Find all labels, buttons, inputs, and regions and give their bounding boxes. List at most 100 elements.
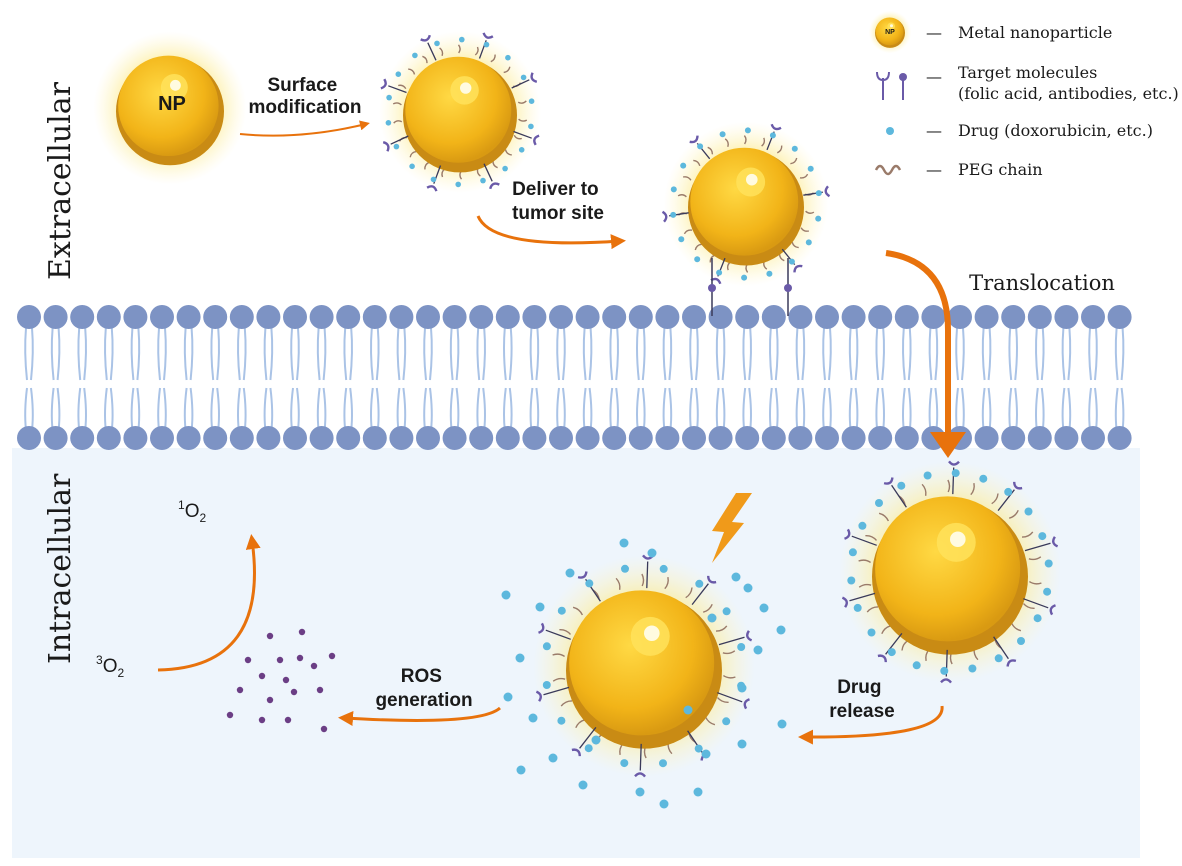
peg-chain <box>552 677 566 682</box>
surface-modified-nanoparticle <box>379 31 541 193</box>
peg-chain <box>743 135 747 145</box>
released-drug-molecule <box>743 583 753 593</box>
ros-particle <box>244 656 252 664</box>
drug-molecule <box>951 469 960 478</box>
lipid-head <box>522 426 547 450</box>
lipid-head <box>17 305 41 329</box>
peg-chain <box>858 583 872 588</box>
drug-molecule <box>455 181 462 188</box>
peg-chain <box>664 576 669 590</box>
target-molecule <box>530 72 538 83</box>
lipid-head <box>761 426 786 450</box>
drug-molecule <box>1044 559 1053 568</box>
lipid-head <box>283 426 307 450</box>
peg-chain <box>1010 622 1022 632</box>
ros-particle <box>226 711 234 719</box>
drug-molecule <box>670 211 677 218</box>
lipid-head <box>362 426 387 450</box>
lipid-tail <box>875 387 885 431</box>
lipid-tail <box>1008 387 1018 431</box>
target-molecule <box>793 264 803 273</box>
legend-drug-icon <box>886 127 894 135</box>
drug-molecule <box>393 143 400 150</box>
lipid-head <box>469 305 494 329</box>
nanoparticle-shine <box>950 531 966 548</box>
released-drug-molecule <box>515 653 525 663</box>
peg-chain <box>1029 581 1042 585</box>
ros-particle <box>316 686 324 694</box>
peg-chain <box>517 100 527 104</box>
lipid-head <box>96 426 121 450</box>
lipid-tail <box>370 327 380 381</box>
lipid-head <box>575 426 600 450</box>
peg-chain <box>722 650 736 655</box>
lipid-head <box>389 426 414 450</box>
lipid-head <box>1107 426 1132 450</box>
lipid-tail <box>822 387 832 431</box>
drug-molecule <box>994 654 1003 663</box>
target-stalk <box>513 130 532 139</box>
lipid-tail <box>689 387 699 431</box>
target-stalk <box>390 135 409 145</box>
legend-target-molecule-icon <box>876 71 907 100</box>
peg-chain <box>716 697 729 704</box>
lipid-head <box>336 305 361 329</box>
drug-molecule <box>968 664 977 673</box>
drug-molecule <box>1017 637 1025 645</box>
legend-peg-label: PEG chain <box>958 160 1043 179</box>
peg-chain <box>776 145 783 154</box>
lipid-head <box>841 426 866 450</box>
lipid-tail <box>529 387 540 431</box>
peg-chain <box>723 675 736 679</box>
lipid-head <box>655 426 680 450</box>
lipid-tail <box>1035 387 1045 431</box>
lipid-tail <box>316 387 327 431</box>
lipid-tail <box>689 327 699 381</box>
drug-molecule <box>788 258 795 265</box>
lipid-head <box>96 305 121 329</box>
drug-molecule <box>1033 614 1042 623</box>
legend: NP — Metal nanoparticle — Target molecul… <box>868 10 1179 179</box>
target-molecule <box>746 630 753 642</box>
lipid-tail <box>662 387 673 431</box>
lipid-tail <box>742 327 752 381</box>
drug-molecule <box>815 190 822 197</box>
drug-molecule <box>1024 507 1033 516</box>
lipid-head <box>788 426 813 450</box>
peg-chain <box>677 194 687 198</box>
peg-chain <box>641 573 645 587</box>
lipid-head <box>1027 305 1052 329</box>
released-drug-molecule <box>647 548 657 558</box>
legend-nanoparticle-icon <box>868 10 912 54</box>
lipid-head <box>894 305 919 329</box>
lipid-tail <box>609 327 619 381</box>
lipid-tail <box>50 327 61 381</box>
peg-chain <box>457 44 461 54</box>
lipid-tail <box>476 387 486 431</box>
lipid-tail <box>503 387 513 431</box>
lipid-head <box>416 426 440 450</box>
drug-molecule <box>815 215 822 222</box>
peg-chain <box>866 606 879 613</box>
lipid-head <box>176 426 201 450</box>
ros-particle <box>298 628 306 636</box>
peg-chain <box>724 138 729 148</box>
released-drug-molecule <box>707 613 717 623</box>
lipid-tail <box>1114 387 1125 431</box>
lipid-head <box>549 426 573 450</box>
peg-chain <box>439 47 444 57</box>
lipid-head <box>1107 305 1132 329</box>
drug-molecule <box>430 176 437 183</box>
lipid-tail <box>715 387 726 431</box>
lipid-head <box>70 426 95 450</box>
lipid-tail <box>1035 327 1045 381</box>
peg-chain <box>715 625 728 632</box>
drug-molecule <box>528 98 535 104</box>
peg-chain <box>513 134 522 140</box>
lipid-head <box>628 305 653 329</box>
drug-molecule <box>807 165 814 172</box>
lipid-tail <box>449 327 460 381</box>
drug-molecule <box>791 145 798 152</box>
released-drug-molecule <box>776 625 786 635</box>
lipid-head <box>1054 426 1079 450</box>
